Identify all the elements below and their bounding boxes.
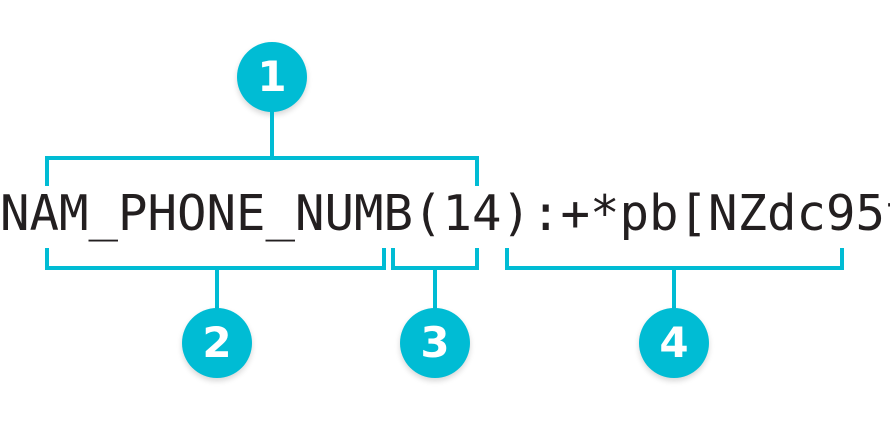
marker-circle-4[interactable]: 4 [639,308,709,378]
code-string: NAM_PHONE_NUMB(14):+*pb[NZdc95tLB [0,185,890,242]
connector-stem-1 [270,110,274,158]
bracket-segment-3 [391,248,479,270]
marker-circle-2[interactable]: 2 [182,308,252,378]
bracket-segment-2 [45,248,386,270]
marker-circle-3[interactable]: 3 [400,308,470,378]
connector-stem-3 [433,269,437,311]
bracket-segment-4 [505,248,844,270]
connector-stem-4 [672,269,676,311]
bracket-segment-1 [45,156,479,186]
marker-circle-1[interactable]: 1 [237,42,307,112]
connector-stem-2 [215,269,219,311]
